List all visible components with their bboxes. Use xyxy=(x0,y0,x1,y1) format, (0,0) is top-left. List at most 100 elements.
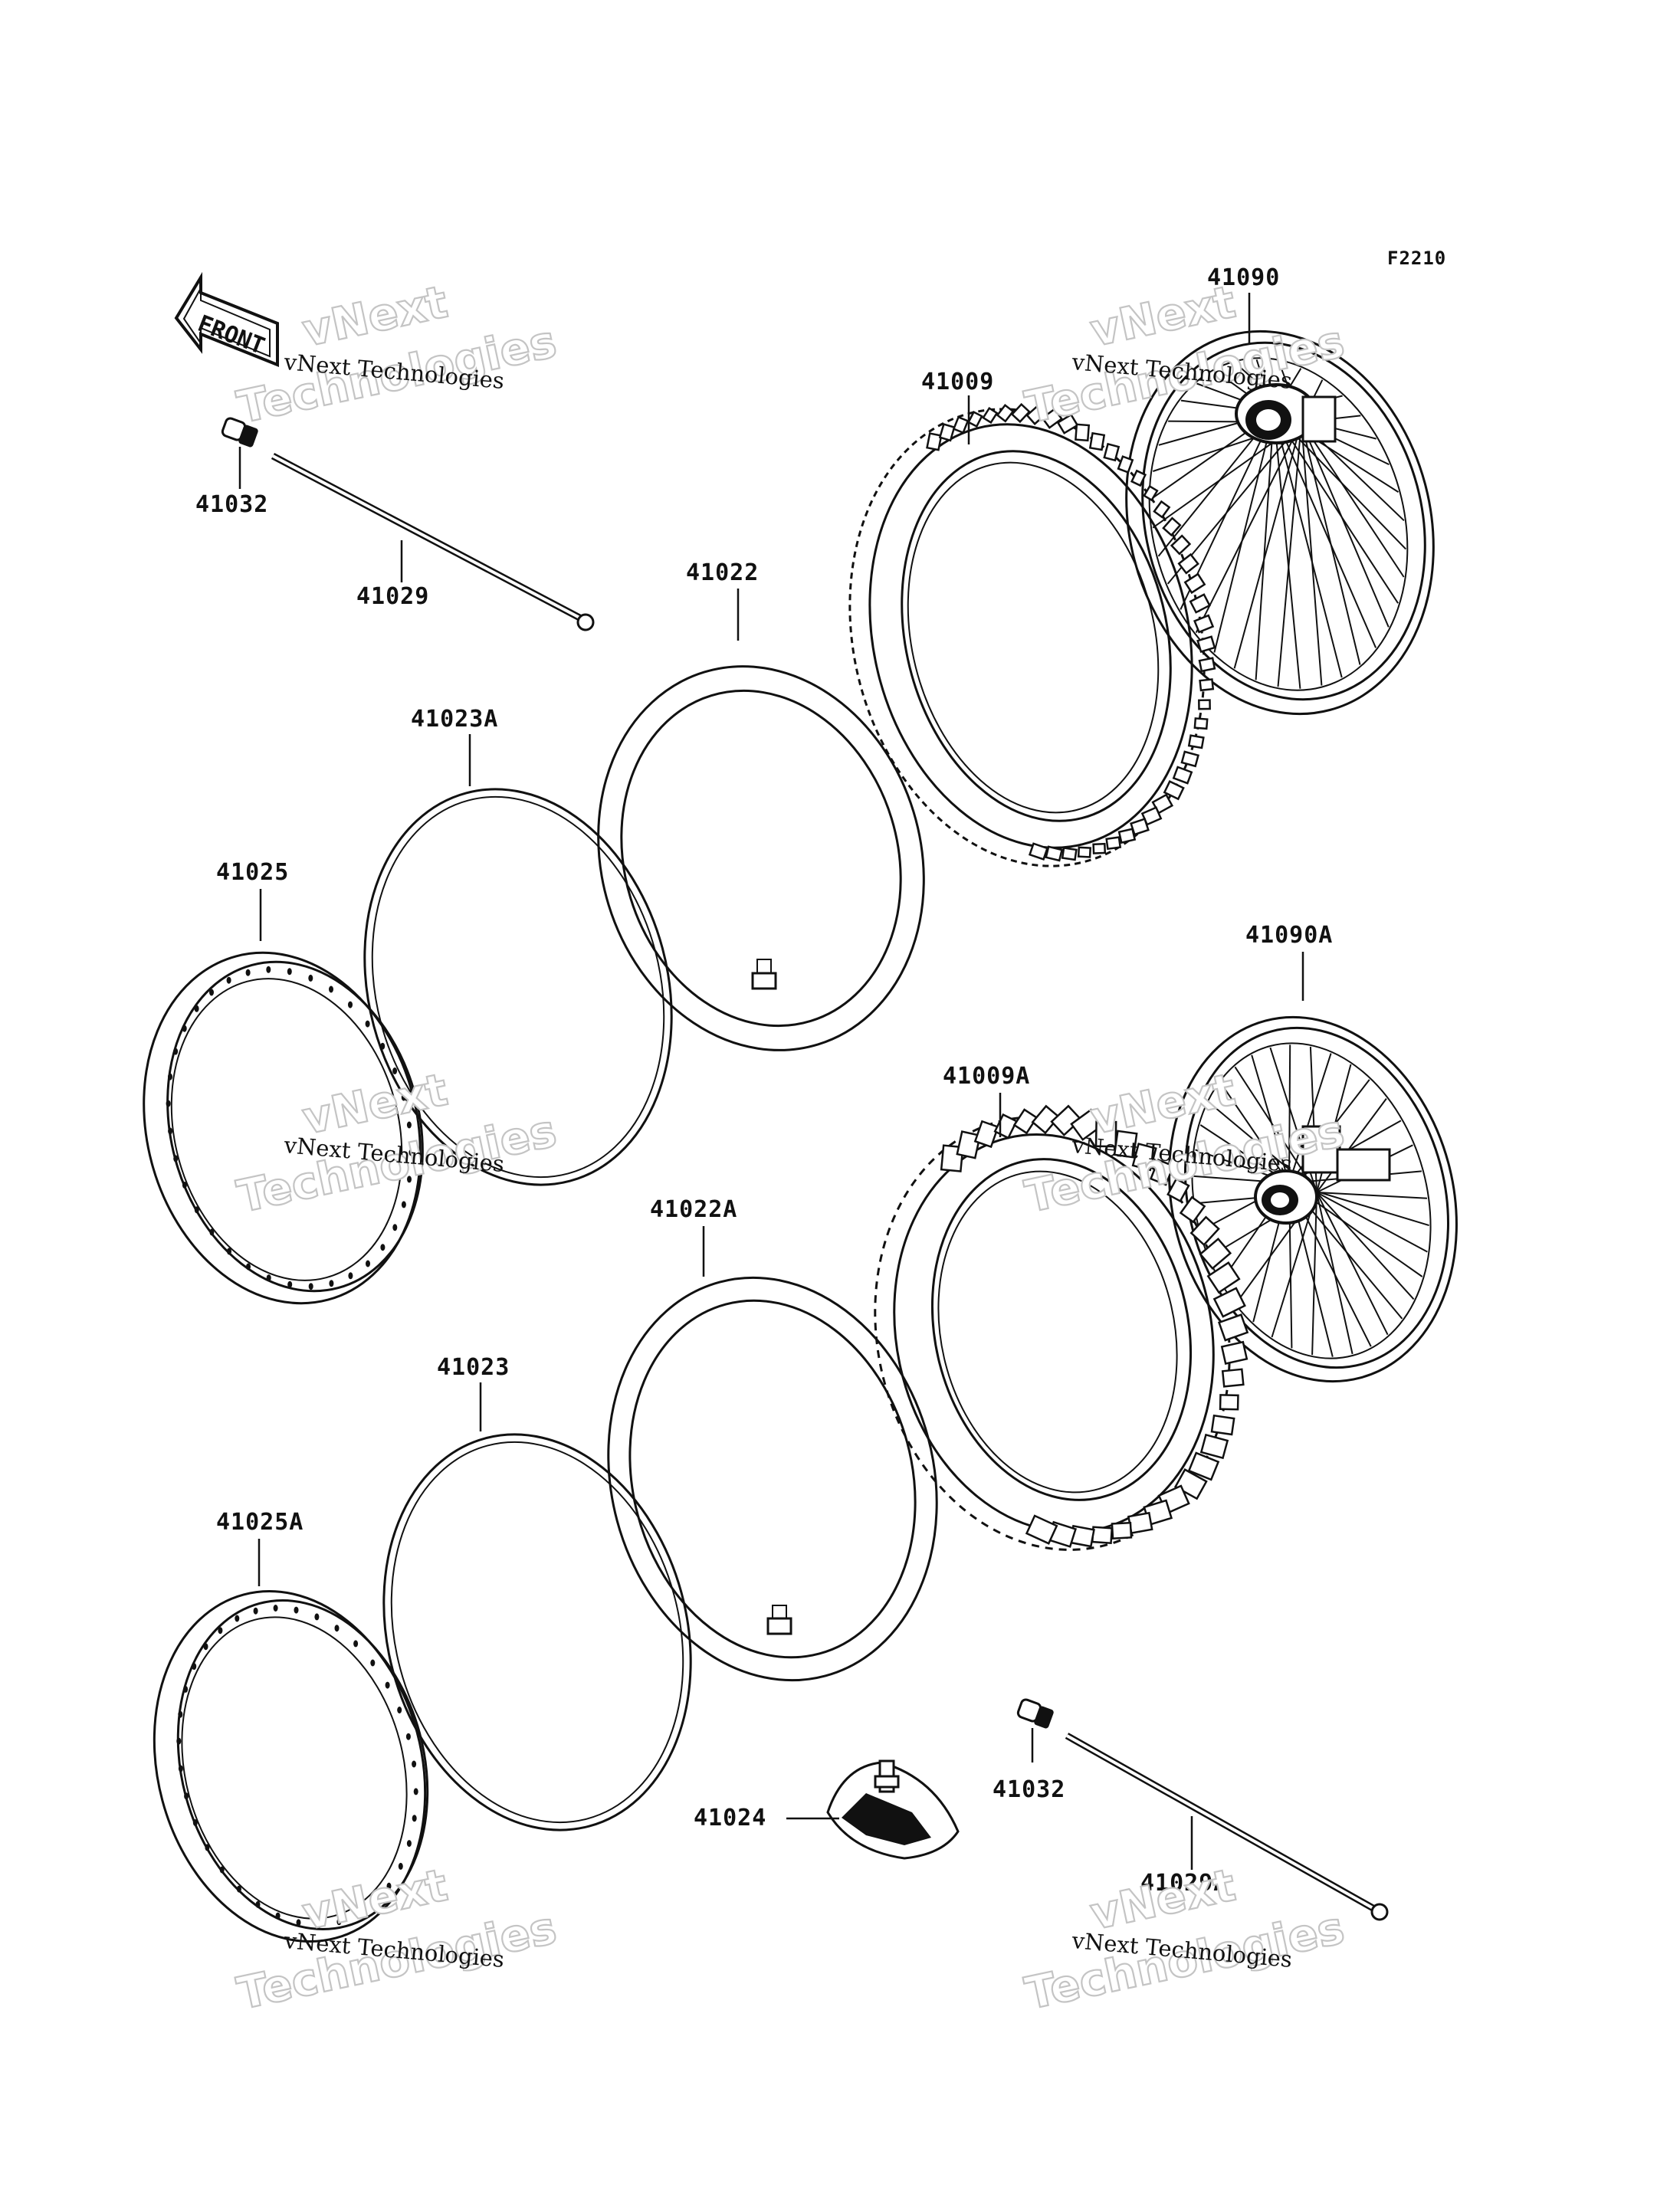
spoke-line xyxy=(1301,421,1323,686)
tread-knob xyxy=(1045,845,1064,862)
spoke-hole xyxy=(227,1248,231,1255)
spoke-hole xyxy=(405,1733,411,1740)
spoke-hole xyxy=(392,1224,398,1231)
part-label-41009A: 41009A xyxy=(943,1063,1030,1090)
spoke-hole xyxy=(413,1788,418,1795)
spoke-hole xyxy=(348,1001,353,1008)
spoke-hole xyxy=(412,1760,417,1768)
tread-knob xyxy=(1173,1468,1208,1500)
tread-knob xyxy=(1077,846,1091,858)
spoke-hole xyxy=(184,1792,189,1800)
tread-knob xyxy=(1105,836,1122,851)
spoke-hole xyxy=(273,1605,278,1612)
tread-knob xyxy=(1103,442,1121,462)
tread-knob xyxy=(1177,553,1199,575)
spoke-line xyxy=(1288,1053,1332,1184)
spoke-line xyxy=(1219,1082,1290,1184)
tread-knob xyxy=(1212,1287,1246,1318)
spoke-hole xyxy=(355,1910,360,1918)
tread-knob xyxy=(1012,1108,1039,1135)
spoke-hole xyxy=(365,1020,370,1028)
tread-knob xyxy=(1206,1261,1241,1294)
tread-knob xyxy=(1025,1514,1058,1545)
watermark-mid-left: vNext Technologies vNext Technologies xyxy=(232,1062,562,1223)
valve-cap-41032-top xyxy=(221,417,258,448)
part-label-41022: 41022 xyxy=(686,559,759,586)
spoke-hole xyxy=(168,1073,172,1080)
tread-knob xyxy=(1199,678,1215,692)
tread-knob xyxy=(1179,1195,1206,1224)
part-label-41022A: 41022A xyxy=(650,1196,737,1223)
spoke-hole xyxy=(366,1260,370,1267)
part-label-41032-b: 41032 xyxy=(993,1776,1065,1803)
tread-knob xyxy=(1143,484,1159,502)
tread-knob xyxy=(1088,431,1106,451)
spoke-line xyxy=(1251,1054,1290,1184)
spoke-hole xyxy=(409,1149,414,1156)
tube-valve-icon xyxy=(751,959,777,990)
spoke-hole xyxy=(183,1685,189,1693)
tread-knob xyxy=(1198,699,1211,710)
tread-knob xyxy=(1172,766,1193,785)
tread-knob xyxy=(1183,572,1206,595)
part-label-41023: 41023 xyxy=(437,1354,510,1381)
valve-cap-41032-bottom xyxy=(1016,1698,1054,1729)
spoke-hole xyxy=(173,1155,179,1162)
tread-knob xyxy=(967,411,983,428)
tread-knob xyxy=(1180,750,1199,768)
spoke-hole xyxy=(296,1919,301,1926)
tread-knob xyxy=(1070,1108,1104,1141)
spoke-hole xyxy=(407,1176,412,1183)
tread-knob xyxy=(1187,1451,1220,1481)
spoke-hole xyxy=(412,1815,417,1822)
rim-41025A xyxy=(153,1590,429,1943)
rim-band-41023 xyxy=(382,1433,692,1831)
spoke-line xyxy=(1255,412,1275,680)
tread-knob xyxy=(956,1130,982,1159)
spoke-hole xyxy=(194,1206,199,1214)
tread-knob xyxy=(1111,1521,1133,1540)
tread-knob xyxy=(1031,1104,1061,1135)
spoke-hole xyxy=(209,1228,215,1236)
spoke-line xyxy=(1316,1192,1354,1355)
tread-knob xyxy=(1061,847,1078,861)
spoke-hole xyxy=(194,1005,199,1012)
tread-knob xyxy=(1117,455,1134,474)
tread-knob xyxy=(1162,516,1182,537)
spoke-hole xyxy=(209,989,214,996)
watermark-bottom-right: vNext Technologies vNext Technologies xyxy=(1020,1858,1350,2020)
spoke-hole xyxy=(205,1844,210,1851)
spoke-hole xyxy=(266,1274,271,1282)
spoke-line xyxy=(1195,421,1302,634)
wheel-assembly-41090A xyxy=(1168,1015,1458,1383)
spoke-hole xyxy=(385,1681,390,1689)
spoke-line xyxy=(1316,1098,1387,1193)
tread-knob xyxy=(1091,1526,1114,1545)
spoke-hole xyxy=(401,1201,406,1208)
tread-knob xyxy=(1149,1159,1175,1186)
watermark-bottom-left: vNext Technologies vNext Technologies xyxy=(232,1858,562,2020)
spoke-41029A xyxy=(1065,1733,1389,1921)
tread-knob xyxy=(1075,423,1091,442)
tread-knob xyxy=(1189,593,1211,614)
spoke-hole xyxy=(218,1627,223,1635)
spoke-hole xyxy=(226,976,231,984)
part-label-41029: 41029 xyxy=(356,583,429,610)
tread-knob xyxy=(1127,1511,1153,1535)
spoke-hole xyxy=(314,1613,320,1621)
spoke-hole xyxy=(253,1607,258,1615)
spoke-line xyxy=(1316,1192,1428,1199)
tread-knob xyxy=(1199,1433,1229,1460)
tread-knob xyxy=(1153,500,1171,519)
spoke-hole xyxy=(392,1067,398,1074)
spoke-hole xyxy=(275,1912,281,1920)
tread-knob xyxy=(1094,1120,1117,1148)
inner-tube-41022A xyxy=(607,1276,938,1682)
spoke-hole xyxy=(406,1840,412,1848)
tread-knob xyxy=(1050,1104,1083,1136)
tread-knob xyxy=(1189,1215,1220,1247)
spoke-hole xyxy=(294,1606,299,1614)
tire-41009A xyxy=(874,1104,1249,1551)
spoke-hole xyxy=(182,1025,187,1032)
